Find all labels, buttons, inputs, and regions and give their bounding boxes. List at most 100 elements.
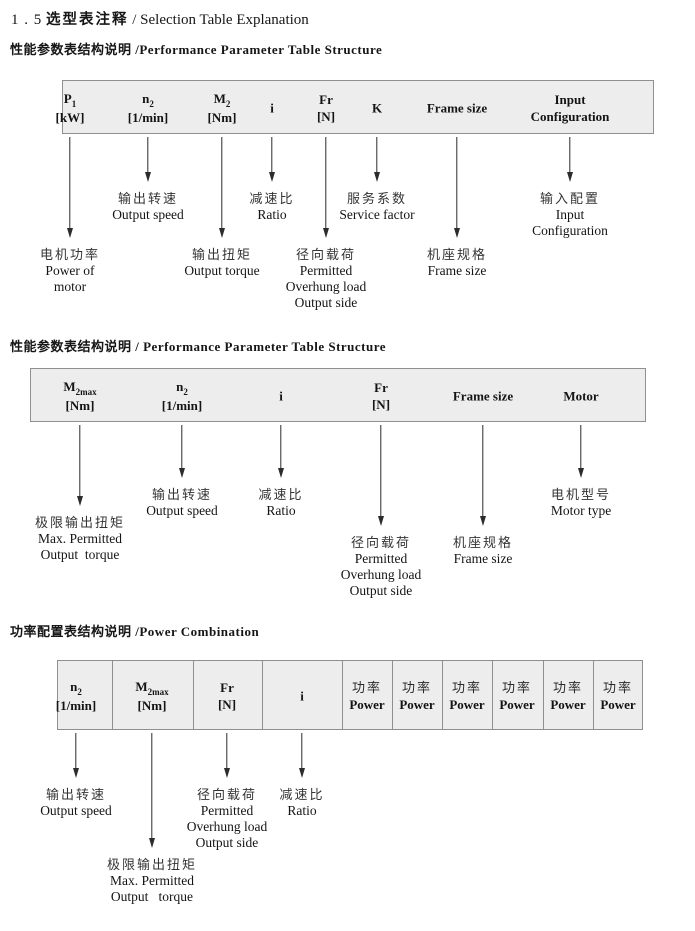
- arrow-down-icon: [278, 468, 284, 478]
- column-header-fr: Fr [N]: [372, 379, 390, 413]
- annotation-line-english: Output torque: [40, 547, 120, 562]
- annotation-line-english: Output side: [294, 295, 358, 310]
- header-unit: [N]: [371, 397, 391, 412]
- annotation-arrow-line: [181, 425, 183, 469]
- column-header-i: i: [279, 388, 283, 405]
- annotation-line-chinese: 径向载荷: [295, 247, 357, 262]
- header-unit: Power: [550, 697, 586, 712]
- header-symbol: 功率: [552, 680, 583, 695]
- header-symbol: 功率: [351, 680, 382, 695]
- annotation-line-english: Output speed: [40, 803, 112, 818]
- header-symbol: n2: [142, 91, 154, 109]
- table-3-column-divider: [543, 661, 544, 729]
- table-3-column-divider: [593, 661, 594, 729]
- arrow-down-icon: [149, 838, 155, 848]
- column-header-功率: 功率 Power: [550, 679, 585, 713]
- header-unit: [1/min]: [55, 697, 97, 713]
- header-subscript: 2: [77, 686, 82, 697]
- annotation-line-english: Frame size: [427, 263, 487, 278]
- header-symbol: Fr: [220, 680, 234, 695]
- annotation-line-chinese: 径向载荷: [350, 535, 412, 550]
- arrow-down-icon: [219, 228, 225, 238]
- annotation-arrow-line: [280, 425, 282, 469]
- table-3-column-divider: [392, 661, 393, 729]
- annotation-line-english: Max. Permitted: [109, 873, 194, 888]
- annotation-line-english: Motor type: [550, 503, 612, 518]
- annotation-arrow-line: [569, 137, 571, 173]
- column-header-m2max: M2max[Nm]: [135, 678, 168, 714]
- column-header-m2: M2[Nm]: [208, 90, 237, 126]
- header-symbol: 功率: [602, 680, 633, 695]
- table-3-column-divider: [112, 661, 113, 729]
- column-header-m2max: M2max[Nm]: [63, 378, 96, 414]
- annotation-arrow-line: [147, 137, 149, 173]
- annotation-line-chinese: 径向载荷: [196, 787, 258, 802]
- annotation-line-english: Permitted: [299, 263, 353, 278]
- annotation-line-chinese: 电机型号: [550, 487, 611, 502]
- column-header-frame-size: Frame size: [427, 100, 487, 117]
- header-symbol: M2: [213, 91, 231, 109]
- header-subscript: 2max: [147, 686, 169, 697]
- table-3-column-divider: [492, 661, 493, 729]
- header-symbol: i: [270, 100, 274, 116]
- arrow-down-icon: [378, 516, 384, 526]
- annotation-arrow-line: [580, 425, 582, 469]
- header-unit: [Nm]: [65, 397, 95, 413]
- arrow-down-icon: [179, 468, 185, 478]
- header-symbol: n2: [70, 679, 82, 697]
- header-symbol: Fr: [319, 92, 333, 107]
- table-3-column-divider: [442, 661, 443, 729]
- header-unit: [N]: [217, 697, 237, 712]
- title-english: Selection Table Explanation: [140, 12, 309, 28]
- column-header-fr: Fr [N]: [218, 679, 236, 713]
- column-header-motor: Motor: [563, 388, 598, 405]
- annotation-line-chinese: 机座规格: [452, 535, 514, 550]
- table-1-header-box: [62, 80, 654, 134]
- section-heading-performance-1: 性能参数表结构说明 /Performance Parameter Table S…: [10, 42, 383, 57]
- header-unit: Configuration: [530, 109, 610, 124]
- arrow-down-icon: [67, 228, 73, 238]
- arrow-down-icon: [299, 768, 305, 778]
- header-symbol: i: [279, 388, 283, 404]
- annotation-line-english: Output speed: [112, 207, 184, 222]
- annotation-arrow-line: [301, 733, 303, 769]
- annotation-line-english: Service factor: [339, 207, 415, 222]
- annotation-arrow-line: [69, 137, 71, 229]
- annotation-arrow-line: [79, 425, 81, 497]
- header-unit: [N]: [316, 109, 336, 124]
- header-unit: [1/min]: [161, 397, 203, 413]
- header-symbol: 功率: [451, 680, 482, 695]
- arrow-down-icon: [224, 768, 230, 778]
- annotation-line-english: Output side: [195, 835, 259, 850]
- header-symbol: Fr: [374, 380, 388, 395]
- section-heading-performance-2: 性能参数表结构说明 / Performance Parameter Table …: [10, 339, 387, 354]
- header-unit: Power: [449, 697, 485, 712]
- header-unit: [kW]: [55, 109, 85, 125]
- header-symbol: 功率: [401, 680, 432, 695]
- header-unit: [Nm]: [207, 109, 237, 125]
- annotation-line-english: Power of: [45, 263, 95, 278]
- annotation-line-english: Overhung load: [340, 567, 422, 582]
- column-header-frame-size: Frame size: [453, 388, 513, 405]
- annotation-line-chinese: 减速比: [249, 191, 295, 206]
- header-symbol: M2max: [63, 379, 97, 397]
- annotation-line-chinese: 极限输出扭矩: [34, 515, 126, 530]
- arrow-down-icon: [77, 496, 83, 506]
- arrow-down-icon: [454, 228, 460, 238]
- column-header-p1: P1[kW]: [56, 90, 85, 126]
- arrow-down-icon: [145, 172, 151, 182]
